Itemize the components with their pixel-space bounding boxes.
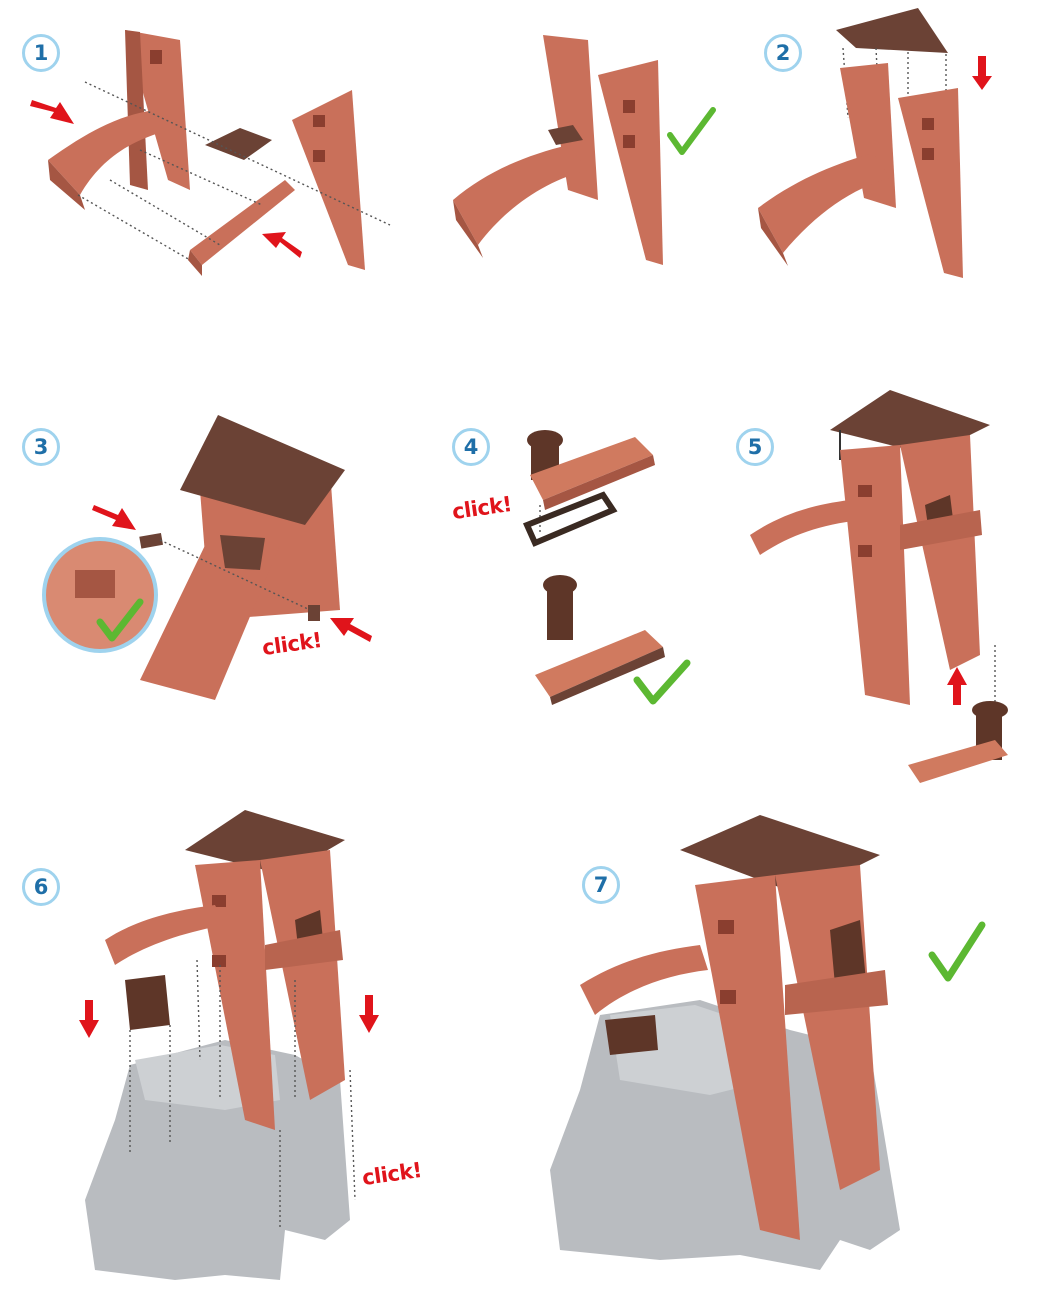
green-checkmark-icon xyxy=(932,925,982,978)
step-4-illustration xyxy=(505,425,705,715)
red-arrow-icon xyxy=(79,1000,99,1038)
small-wall-part xyxy=(605,1015,658,1055)
red-arrow-icon xyxy=(30,100,74,124)
red-arrow-icon xyxy=(972,56,992,90)
frame-part xyxy=(527,495,613,543)
step-5-illustration xyxy=(750,385,1040,795)
red-arrow-icon xyxy=(262,232,302,258)
step-2-illustration xyxy=(758,8,1018,298)
step-3-illustration xyxy=(40,410,380,710)
red-arrow-icon xyxy=(92,505,136,530)
click-label-step-4: click! xyxy=(451,492,514,524)
green-checkmark-icon xyxy=(637,663,687,701)
step-1-illustration xyxy=(30,20,410,290)
small-wall-part xyxy=(125,975,170,1030)
step-7-illustration xyxy=(540,810,1000,1280)
step-1-result-illustration xyxy=(448,30,728,290)
step-4-badge: 4 xyxy=(452,428,490,466)
roof-part xyxy=(836,8,948,53)
step-number: 4 xyxy=(464,435,479,459)
step-6-illustration xyxy=(75,800,445,1290)
step-6-badge: 6 xyxy=(22,868,60,906)
green-checkmark-icon xyxy=(670,110,713,152)
tower-wall-right xyxy=(292,90,365,270)
red-arrow-icon xyxy=(359,995,379,1033)
ramp-piece xyxy=(205,128,272,160)
red-arrow-icon xyxy=(947,667,967,705)
step-number: 6 xyxy=(34,875,49,899)
red-arrow-icon xyxy=(330,618,372,642)
